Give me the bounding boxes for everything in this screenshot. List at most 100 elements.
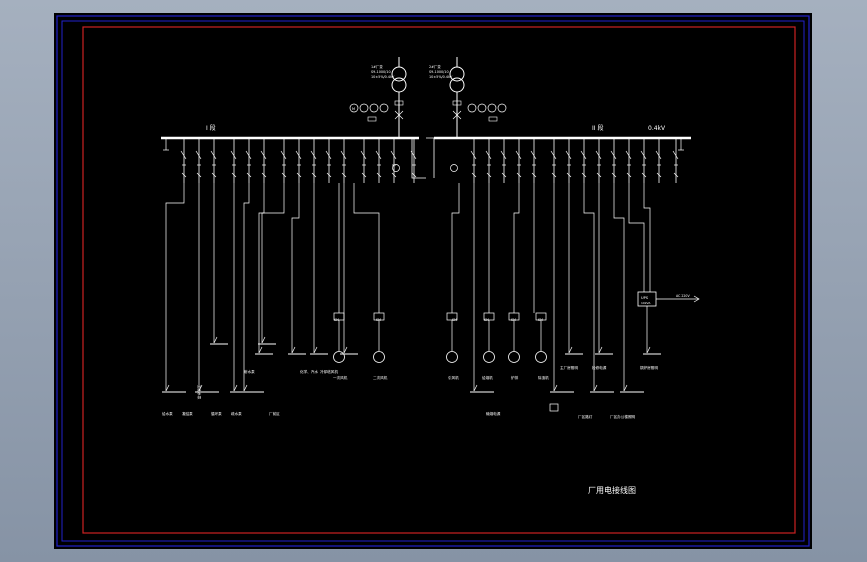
- breaker-symbol: [310, 150, 317, 160]
- load-switch: [165, 384, 170, 392]
- feeder-run: [353, 183, 380, 313]
- breaker-symbol: [655, 150, 662, 160]
- fuse-symbol: [326, 172, 332, 178]
- motor-symbol: [333, 351, 345, 363]
- load-switch: [568, 346, 573, 354]
- breaker-symbol: [485, 150, 492, 160]
- load-label: 厂区路灯: [578, 414, 593, 419]
- load-label: 循环泵: [211, 411, 222, 416]
- fuse-symbol: [501, 172, 507, 178]
- fuse-symbol: [486, 172, 492, 178]
- load-label: 检修电源: [592, 365, 607, 370]
- inner-frame: [82, 26, 796, 534]
- fuse-symbol: [611, 172, 617, 178]
- fuse-symbol: [551, 172, 557, 178]
- breaker-symbol: [550, 150, 557, 160]
- fuse-symbol: [376, 172, 382, 178]
- load-label: 厂前区: [269, 411, 280, 416]
- breaker-symbol: [195, 150, 202, 160]
- motor-symbol: [508, 351, 520, 363]
- load-switch: [343, 346, 348, 354]
- load-switch: [243, 384, 248, 392]
- ups-tag: UPS: [641, 296, 649, 300]
- motor-symbol: [535, 351, 547, 363]
- meter-group-left: M: [349, 103, 389, 122]
- transformer-2-model: S9-1000/10: [429, 70, 449, 74]
- bus-tie: [392, 137, 458, 179]
- transformer-1: 1#厂变 S9-1000/10 10±5%/0.4kV: [371, 57, 407, 138]
- load-switch: [198, 384, 203, 392]
- fuse-symbol: [531, 172, 537, 178]
- breaker-symbol: [640, 150, 647, 160]
- motor-tag: KM: [484, 318, 489, 322]
- breaker-symbol: [515, 150, 522, 160]
- feeder-run: [583, 183, 595, 391]
- breaker-symbol: [260, 150, 267, 160]
- ups-output: AC 220V: [676, 294, 690, 298]
- load-label: 输煤电源: [486, 411, 501, 416]
- small-box: [549, 403, 559, 412]
- load-switch: [233, 384, 238, 392]
- load-switch: [598, 346, 603, 354]
- transformer-2: 2#厂变 S9-1000/10 10±5%/0.4kV: [429, 57, 465, 138]
- feeder-run: [291, 183, 300, 353]
- transformer-1-model: S9-1000/10: [371, 70, 391, 74]
- breaker-symbol: [672, 150, 679, 160]
- motor-label: 炉排: [511, 375, 519, 380]
- meter-tag-1: M: [352, 107, 355, 111]
- fuse-symbol: [196, 172, 202, 178]
- breaker-symbol: [595, 150, 602, 160]
- single-line-diagram: I 段 II 段 0.4kV 1#厂变 S9-1000/10 10±5%/0.4…: [56, 15, 810, 547]
- transformer-2-ratio: 10±5%/0.4kV: [429, 75, 453, 79]
- breaker-symbol: [280, 150, 287, 160]
- load-switch: [213, 336, 218, 344]
- motor-symbol: [373, 351, 385, 363]
- motor-label: 给煤机: [482, 375, 493, 380]
- breaker-symbol: [565, 150, 572, 160]
- fuse-symbol: [296, 172, 302, 178]
- motor-label: 引风机: [448, 375, 459, 380]
- fuse-symbol: [673, 172, 679, 178]
- feeder-group: [162, 138, 684, 412]
- load-label: 疏水泵: [231, 411, 242, 416]
- load-switch: [593, 384, 598, 392]
- load-label: 锅炉房照明: [640, 365, 658, 370]
- breaker-symbol: [180, 150, 187, 160]
- fuse-symbol: [391, 172, 397, 178]
- breaker-symbol: [360, 150, 367, 160]
- fuse-symbol: [641, 172, 647, 178]
- breaker-symbol: [610, 150, 617, 160]
- fuse-symbol: [566, 172, 572, 178]
- ups-unit: UPS 10kVA AC 220V: [637, 291, 700, 307]
- motor-symbol: [446, 351, 458, 363]
- load-switch: [258, 346, 263, 354]
- fuse-symbol: [281, 172, 287, 178]
- fuse-symbol: [261, 172, 267, 178]
- load-switch: [261, 336, 266, 344]
- motor-labels: 一次风机 二次风机 引风机 给煤机 炉排 除渣机 KM KM KM KM KM …: [333, 318, 549, 380]
- load-label: 射水泵: [244, 369, 255, 374]
- ups-sub: 10kVA: [641, 301, 651, 305]
- load-switch: [646, 346, 651, 354]
- drawing-title: 厂用电接线图: [588, 485, 636, 495]
- drawing-sheet: I 段 II 段 0.4kV 1#厂变 S9-1000/10 10±5%/0.4…: [54, 13, 812, 549]
- breaker-symbol: [230, 150, 237, 160]
- fuse-symbol: [516, 172, 522, 178]
- feeder-run: [513, 183, 520, 313]
- load-label: 工业水泵: [197, 385, 202, 400]
- fuse-symbol: [181, 172, 187, 178]
- transformer-2-label: 2#厂变: [429, 64, 441, 69]
- motor-tag: KM: [376, 318, 381, 322]
- motor-tag: KM: [452, 318, 457, 322]
- breaker-symbol: [375, 150, 382, 160]
- fuse-symbol: [581, 172, 587, 178]
- fuse-symbol: [411, 172, 417, 178]
- breaker-symbol: [210, 150, 217, 160]
- fuse-symbol: [231, 172, 237, 178]
- motor-tag: KM: [511, 318, 516, 322]
- fuse-symbol: [211, 172, 217, 178]
- feeder-run: [451, 183, 460, 313]
- fuse-symbol: [246, 172, 252, 178]
- feeder-run: [165, 183, 185, 391]
- bus-voltage-label: 0.4kV: [648, 125, 666, 132]
